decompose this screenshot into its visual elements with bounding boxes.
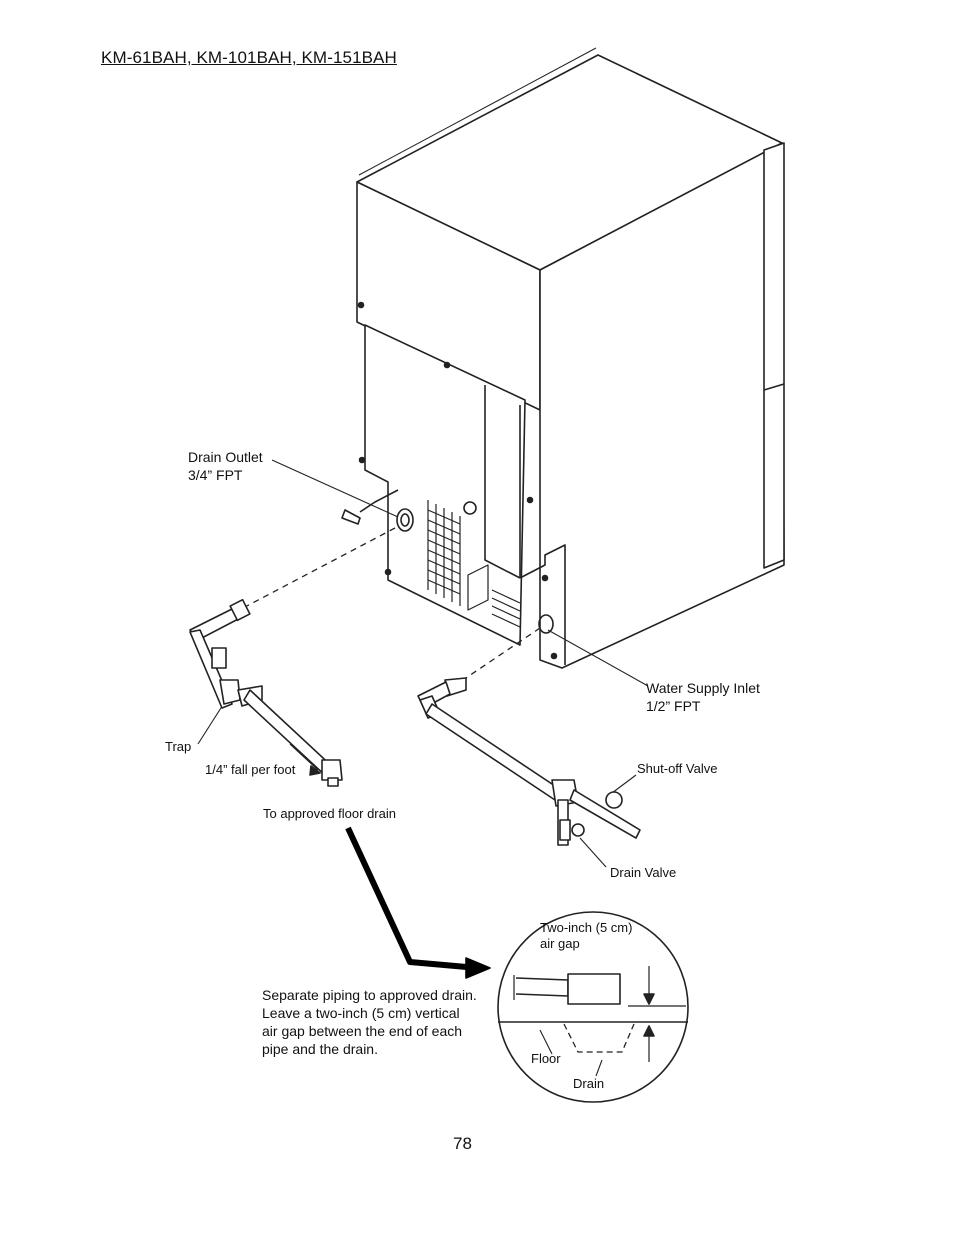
air-gap-note: Separate piping to approved drain. Leave… xyxy=(262,986,477,1058)
drain-outlet-text: Drain Outlet xyxy=(188,449,263,465)
air-gap-line1: Two-inch (5 cm) xyxy=(540,920,633,935)
floor-drain-label: To approved floor drain xyxy=(263,806,396,821)
drain-label: Drain xyxy=(573,1076,605,1091)
water-supply-text: Water Supply Inlet xyxy=(646,680,760,696)
drain-outlet-label: Drain Outlet 3/4” FPT xyxy=(188,448,263,484)
air-gap-detail xyxy=(497,911,689,1103)
water-supply-piping xyxy=(417,677,641,846)
drain-valve-label: Drain Valve xyxy=(610,865,677,880)
drain-outlet-size: 3/4” FPT xyxy=(188,467,243,483)
trap-label: Trap xyxy=(165,739,192,754)
ice-machine-cabinet xyxy=(341,47,785,669)
water-supply-label: Water Supply Inlet 1/2” FPT xyxy=(646,679,760,715)
drain-piping xyxy=(189,598,343,787)
water-supply-size: 1/2” FPT xyxy=(646,698,701,714)
air-gap-line2: air gap xyxy=(540,936,580,951)
air-gap-label: Two-inch (5 cm) air gap xyxy=(540,920,632,952)
page-number: 78 xyxy=(453,1134,472,1153)
note-line-1: Separate piping to approved drain. xyxy=(262,987,477,1003)
floor-label: Floor xyxy=(531,1051,561,1066)
fall-label: 1/4” fall per foot xyxy=(205,762,296,777)
shutoff-valve-label: Shut-off Valve xyxy=(637,761,718,776)
model-header: KM-61BAH, KM-101BAH, KM-151BAH xyxy=(101,48,397,67)
note-line-3: air gap between the end of each xyxy=(262,1023,463,1039)
note-line-2: Leave a two-inch (5 cm) vertical xyxy=(262,1005,460,1021)
note-line-4: pipe and the drain. xyxy=(262,1041,378,1057)
